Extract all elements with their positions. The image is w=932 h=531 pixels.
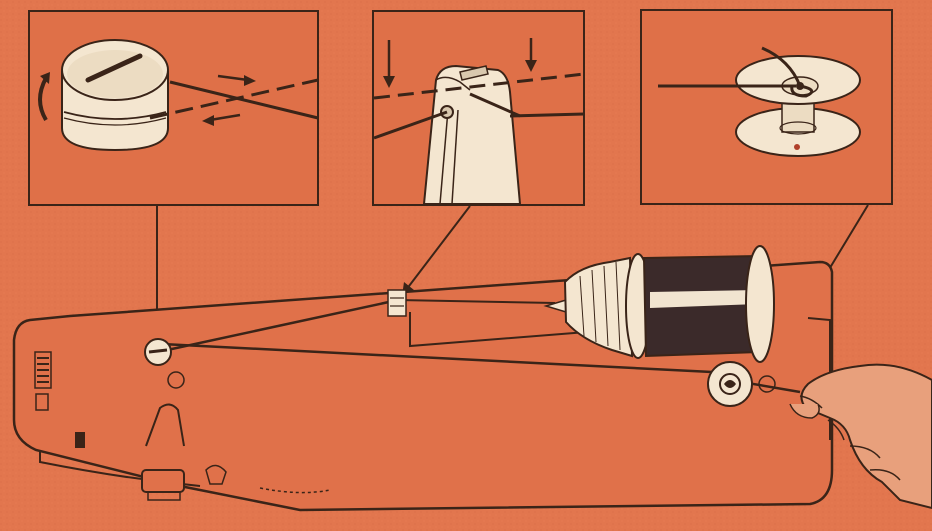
inset-tension-disc	[29, 11, 318, 205]
inset-bobbin	[641, 10, 892, 204]
tension-disc-icon	[62, 40, 168, 150]
switch	[75, 432, 85, 448]
tension-disc	[145, 339, 171, 365]
inset-thread-guide	[373, 11, 584, 205]
thread-guide	[388, 290, 406, 316]
bobbin-winder	[708, 362, 752, 406]
